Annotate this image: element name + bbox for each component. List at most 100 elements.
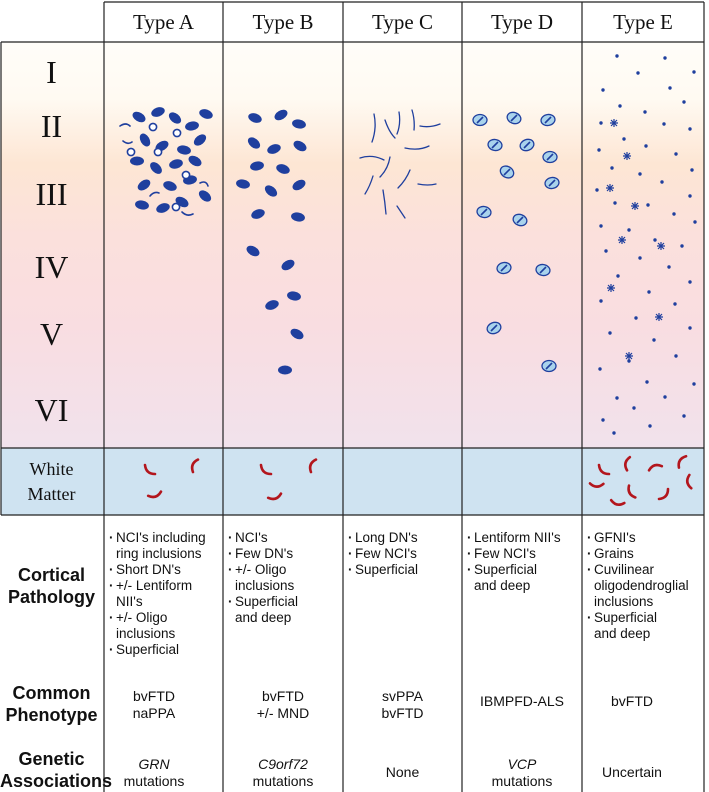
grain	[693, 220, 697, 224]
phenotype-line: +/- MND	[256, 705, 310, 721]
grain	[608, 331, 612, 335]
lentiform-nii	[516, 216, 524, 224]
row-label-line: Cortical	[17, 565, 86, 585]
lentiform-nii	[510, 114, 518, 122]
genetics-type-b: C9orf72 mutations	[223, 756, 343, 790]
grain	[615, 54, 619, 58]
nci-inclusion	[139, 133, 151, 147]
grain	[598, 367, 602, 371]
grain	[692, 382, 696, 386]
gfni-inclusion	[610, 119, 618, 127]
dystrophic-neurite	[411, 109, 415, 131]
oligodendroglial-inclusion	[647, 463, 664, 472]
layer-label-v: V	[39, 316, 64, 352]
nci-inclusion	[150, 162, 162, 174]
phenotype-line: IBMPFD-ALS	[479, 693, 564, 709]
nci-inclusion	[287, 291, 301, 301]
genetics-text: mutations	[491, 773, 553, 789]
oligodendroglial-inclusion	[685, 473, 693, 490]
genetics-text: mutations	[123, 773, 185, 789]
lentiform-nii	[480, 208, 488, 216]
row-label-line: Associations	[0, 771, 113, 791]
ring-inclusion	[172, 128, 182, 138]
pathology-item: Lentiform NII's	[467, 530, 579, 546]
dystrophic-neurite	[364, 175, 374, 195]
genetics-text: None	[385, 764, 420, 780]
oligodendroglial-inclusion	[266, 492, 283, 501]
lentiform-nii	[523, 141, 531, 149]
row-label-line: Pathology	[7, 587, 95, 607]
grain	[680, 244, 684, 248]
grain	[674, 354, 678, 358]
pathology-list-type-c: Long DN's Few NCI's Superficial	[348, 530, 460, 578]
grain	[599, 224, 603, 228]
column-header-type-c: Type C	[372, 10, 433, 34]
pathology-item: NCI's including ring inclusions	[109, 530, 221, 562]
grain	[663, 56, 667, 60]
nci-inclusion	[276, 164, 290, 174]
grain	[627, 228, 631, 232]
nci-inclusion	[156, 203, 170, 213]
phenotype-line: bvFTD	[262, 688, 304, 704]
nci-inclusion	[265, 300, 279, 310]
oligodendroglial-inclusion	[588, 482, 605, 488]
dystrophic-neurite	[382, 189, 387, 215]
dystrophic-neurite	[149, 191, 160, 197]
grain	[682, 414, 686, 418]
grain	[643, 110, 647, 114]
white-matter-label-line-2: Matter	[27, 484, 76, 504]
grain	[627, 359, 631, 363]
phenotype-line: svPPA	[382, 688, 423, 704]
nci-inclusion	[185, 121, 199, 131]
genetics-type-a: GRN mutations	[104, 756, 204, 790]
grain	[644, 144, 648, 148]
grain	[660, 180, 664, 184]
lentiform-nii	[491, 141, 499, 149]
ring-inclusion	[148, 122, 158, 132]
nci-inclusion	[135, 200, 149, 210]
ring-inclusion	[126, 147, 136, 157]
lentiform-nii	[503, 168, 511, 176]
nci-inclusion	[291, 212, 305, 222]
pathology-item: Cuvilinear oligodendroglial inclusions	[587, 562, 693, 610]
grain	[667, 265, 671, 269]
nci-inclusion	[264, 185, 278, 197]
pathology-item: Grains	[587, 546, 693, 562]
grain	[618, 104, 622, 108]
dystrophic-neurite	[119, 123, 131, 127]
grain	[690, 168, 694, 172]
oligodendroglial-inclusion	[308, 458, 318, 474]
row-label-genetic-associations: Genetic Associations	[0, 748, 113, 792]
dystrophic-neurite	[379, 156, 391, 178]
grain	[653, 238, 657, 242]
lentiform-nii	[546, 153, 554, 161]
genetics-text: mutations	[252, 773, 314, 789]
grain	[652, 338, 656, 342]
phenotype-type-d: IBMPFD-ALS	[462, 693, 582, 710]
lentiform-nii	[548, 179, 556, 187]
nci-inclusion	[281, 259, 295, 271]
pathology-list-type-e: GFNI's Grains Cuvilinear oligodendroglia…	[587, 530, 693, 642]
grain	[682, 100, 686, 104]
gene-name: VCP	[507, 756, 537, 772]
lentiform-nii	[545, 362, 553, 370]
row-label-line: Common	[12, 683, 91, 703]
phenotype-line: naPPA	[132, 705, 176, 721]
pathology-list-type-d: Lentiform NII's Few NCI's Superficial an…	[467, 530, 579, 594]
lentiform-nii	[500, 264, 508, 272]
row-label-line: Genetic	[18, 749, 85, 769]
grain	[662, 122, 666, 126]
oligodendroglial-inclusion	[627, 484, 637, 499]
nci-inclusion	[177, 145, 191, 155]
gfni-inclusion	[606, 184, 614, 192]
nci-inclusion	[274, 109, 288, 121]
genetics-type-d: VCP mutations	[462, 756, 582, 790]
grain	[645, 380, 649, 384]
lentiform-nii	[476, 116, 484, 124]
pathology-item: Long DN's	[348, 530, 460, 546]
pathology-item: Superficial and deep	[228, 594, 315, 626]
grain	[673, 302, 677, 306]
phenotype-line: bvFTD	[611, 693, 653, 709]
